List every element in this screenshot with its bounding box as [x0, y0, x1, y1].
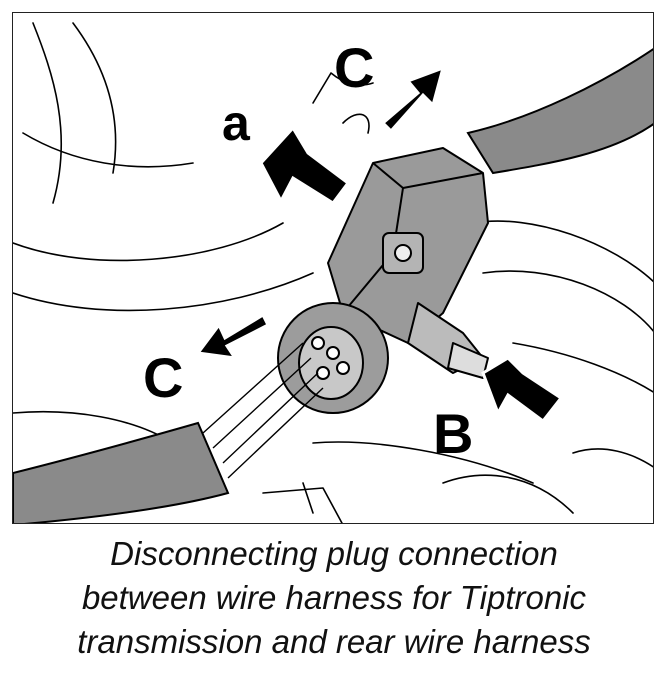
- callout-label-c-top: C: [334, 36, 375, 99]
- connector-illustration: [13, 22, 653, 523]
- callout-label-c-bottom: C: [143, 346, 184, 409]
- wire-bundle: [202, 342, 324, 479]
- lower-wire-harness: [13, 421, 230, 523]
- callout-label-a: a: [222, 95, 250, 151]
- upper-wire-harness: [466, 48, 653, 175]
- arrow-c-top: [380, 65, 446, 134]
- plug-socket: [277, 302, 389, 414]
- body-panel-line: [32, 22, 63, 204]
- arrow-b: [481, 356, 564, 424]
- plug-connector: [327, 147, 489, 379]
- figure-caption: Disconnecting plug connection between wi…: [0, 532, 668, 664]
- arrow-a: [259, 125, 351, 206]
- callout-label-b: B: [433, 402, 474, 465]
- arrow-c-bottom: [195, 312, 271, 360]
- caption-line-1: Disconnecting plug connection: [110, 535, 558, 572]
- diagram-figure: a C C B: [12, 12, 654, 524]
- caption-line-2: between wire harness for Tiptronic: [81, 579, 587, 616]
- caption-line-3: transmission and rear wire harness: [77, 623, 591, 660]
